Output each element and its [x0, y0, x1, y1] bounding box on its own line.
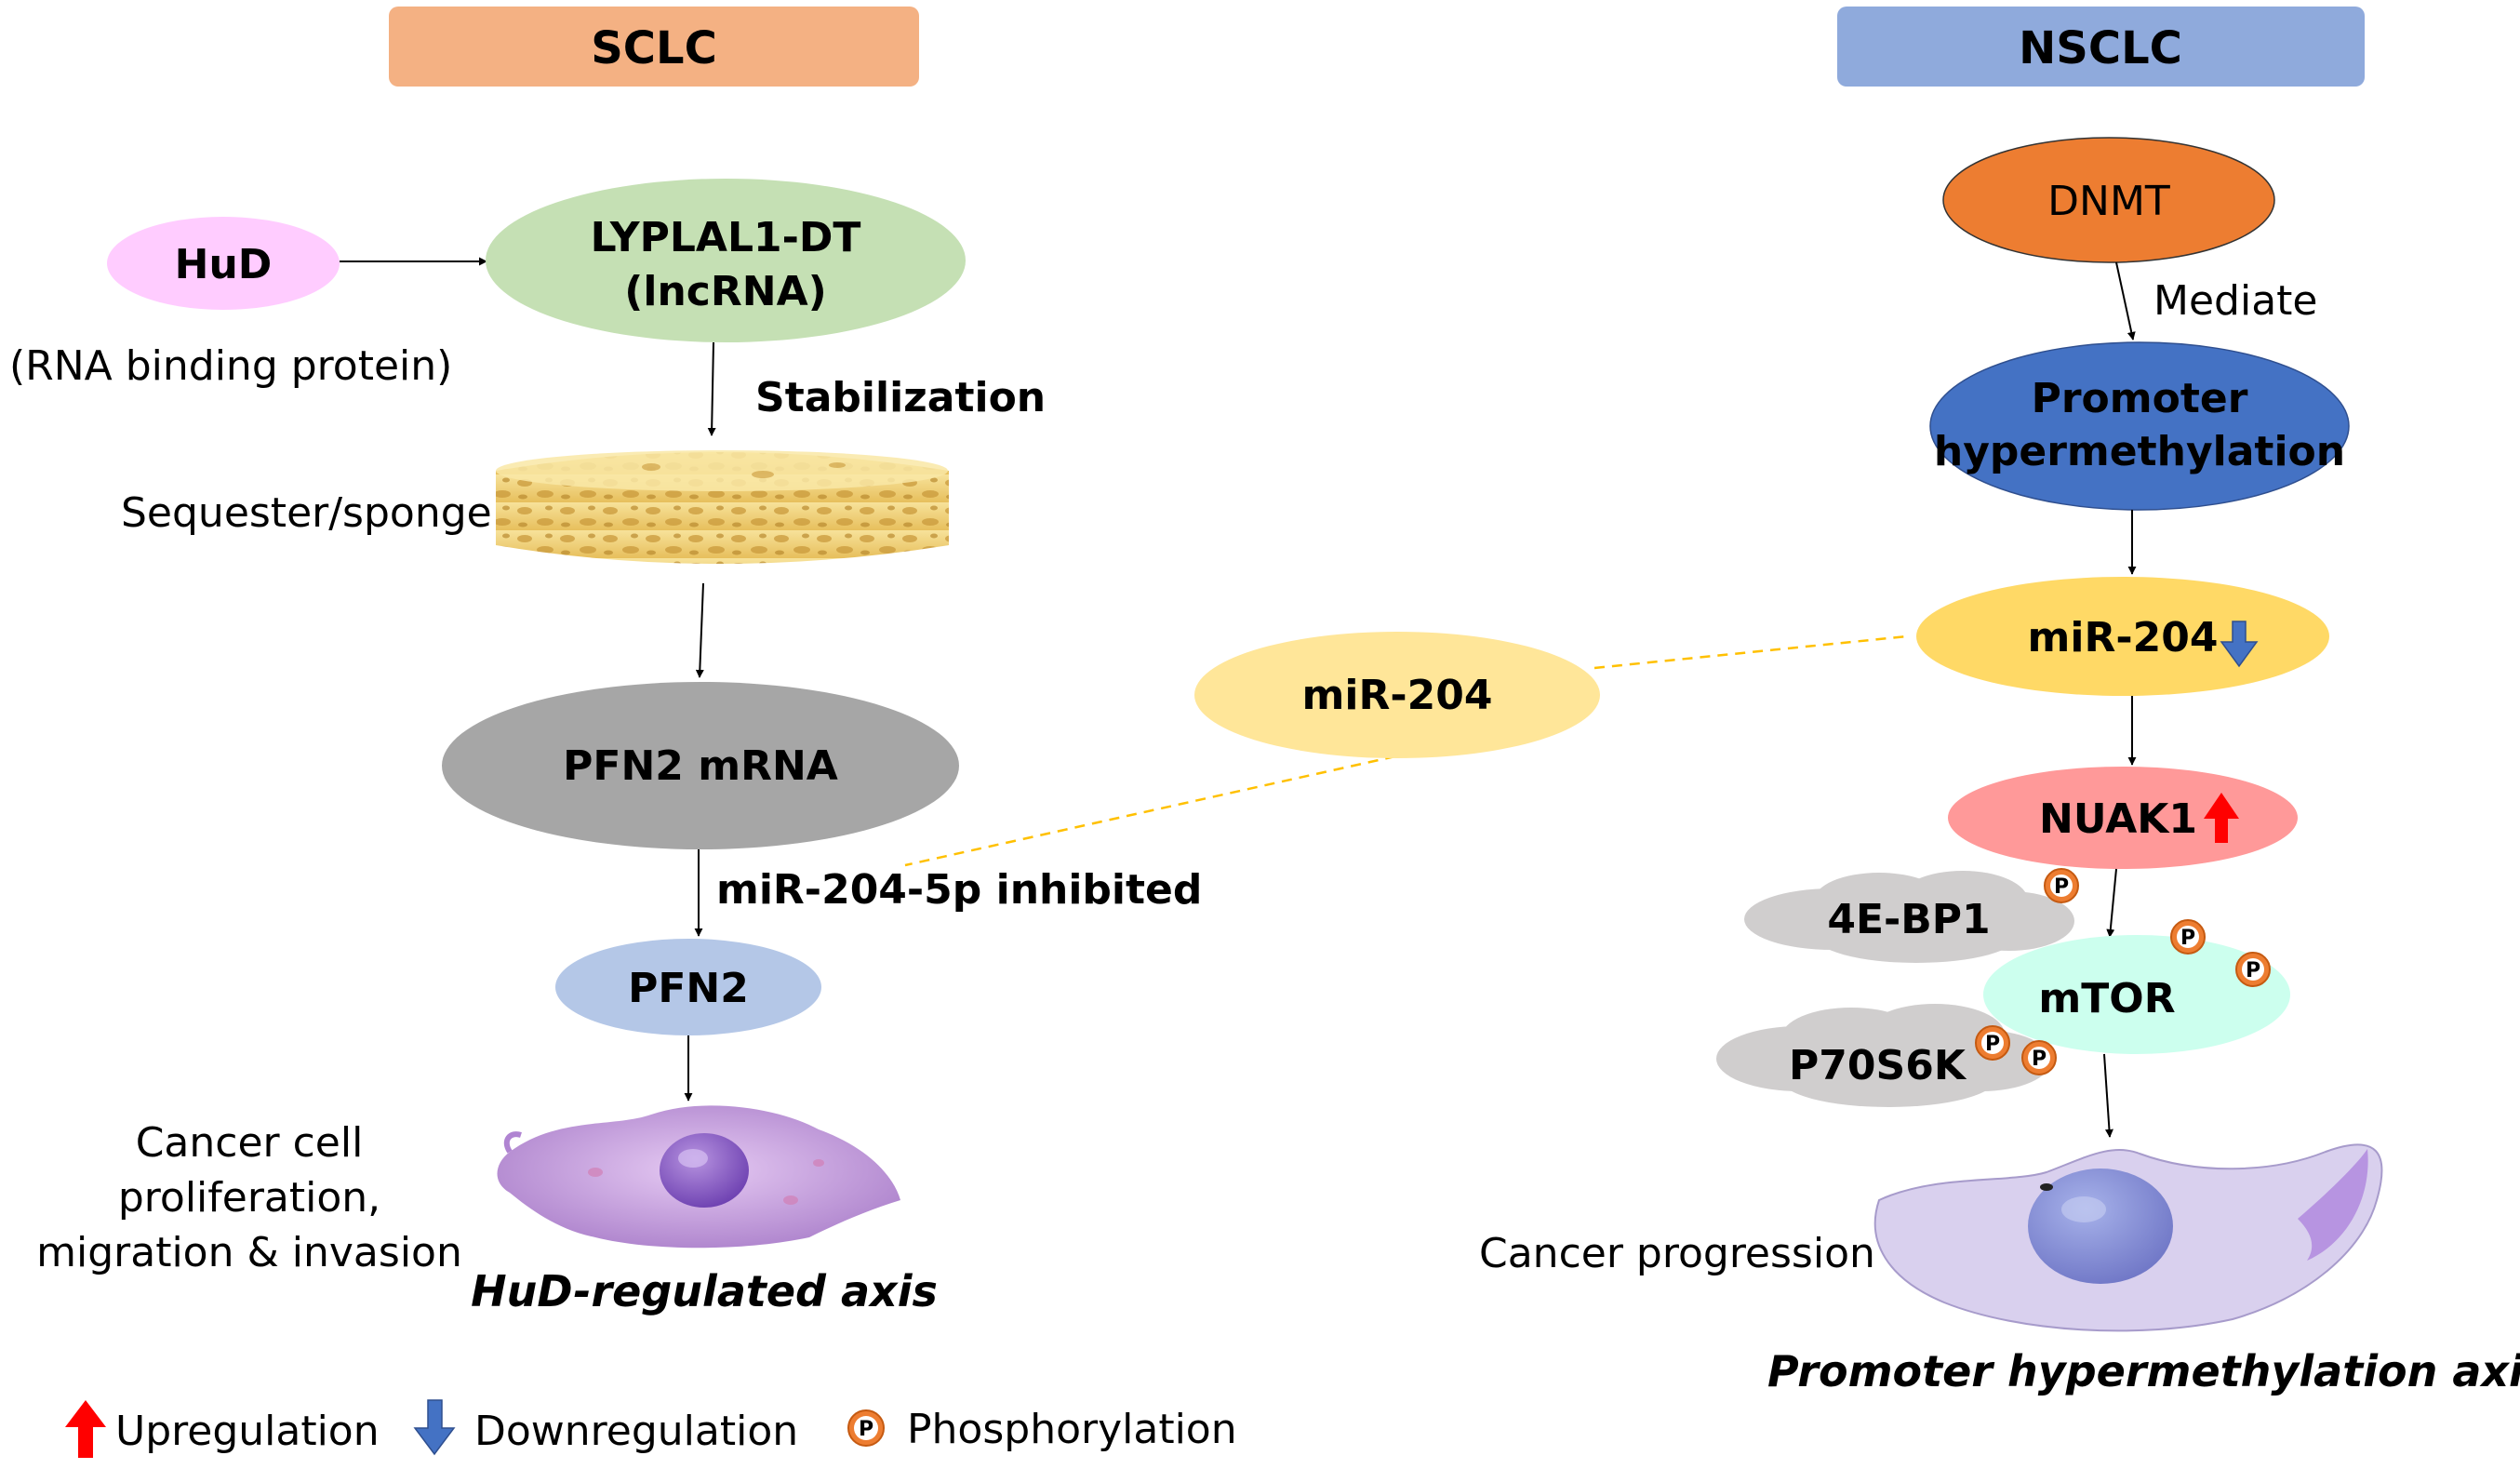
legend-upregulation: Upregulation — [65, 1400, 380, 1458]
cancer-progression-cell-icon — [1873, 1143, 2383, 1332]
nsclc-outcome-label: Cancer progression — [1479, 1230, 1875, 1277]
phospho-icon: P — [2235, 952, 2271, 987]
promoter-label-line1: Promoter — [2032, 375, 2248, 422]
dashed-link-sclc — [904, 755, 1396, 867]
arrow-lncrna-to-sponge — [707, 341, 716, 436]
pfn2-mrna-node: PFN2 mRNA — [442, 682, 959, 849]
sponge-label: Sequester/sponge — [121, 489, 492, 537]
mtor-label: mTOR — [2038, 975, 2175, 1022]
sclc-header-label: SCLC — [591, 22, 717, 74]
hud-axis-title: HuD-regulated axis — [471, 1266, 938, 1316]
down-arrow-icon — [2220, 621, 2259, 668]
nuak1-label: NUAK1 — [2039, 795, 2197, 843]
promoter-node: Promoter hypermethylation — [1929, 341, 2350, 511]
nsclc-header: NSCLC — [1837, 7, 2365, 87]
down-arrow-icon — [413, 1399, 456, 1456]
sclc-outcome-line2: proliferation, — [118, 1174, 380, 1222]
legend-up-label: Upregulation — [115, 1408, 380, 1455]
arrow-nuak1-to-mtor — [2106, 868, 2117, 938]
phospho-icon: P — [2021, 1040, 2057, 1075]
hud-label: HuD — [175, 241, 273, 288]
mtor-node: mTOR — [1983, 935, 2290, 1054]
svg-text:P: P — [2032, 1048, 2047, 1071]
lncrna-label-line1: LYPLAL1-DT — [591, 214, 861, 261]
svg-text:P: P — [859, 1418, 873, 1441]
sclc-header: SCLC — [389, 7, 919, 87]
hud-node: HuD — [107, 217, 340, 310]
arrow-mtor-to-cell — [2103, 1053, 2113, 1138]
lncrna-node: LYPLAL1-DT (lncRNA) — [486, 179, 966, 342]
sclc-outcome-line1: Cancer cell — [136, 1119, 364, 1167]
svg-text:P: P — [1985, 1033, 2000, 1056]
phospho-icon: P — [2044, 868, 2079, 903]
promoter-label-line2: hypermethylation — [1934, 428, 2345, 475]
dashed-link-nsclc — [1593, 634, 1908, 670]
sponge-icon — [496, 450, 949, 564]
cancer-cell-icon — [497, 1105, 900, 1249]
sclc-outcome-line3: migration & invasion — [36, 1229, 462, 1276]
pfn2-node: PFN2 — [555, 939, 821, 1035]
dnmt-node: DNMT — [1942, 137, 2275, 263]
p70s6k-label: P70S6K — [1789, 1042, 1967, 1089]
up-arrow-icon — [65, 1400, 106, 1458]
legend: Upregulation Downregulation P Phosphoryl… — [65, 1399, 1237, 1458]
ebp1-cloud: 4E-BP1 — [1744, 871, 2074, 963]
legend-down-label: Downregulation — [474, 1408, 798, 1455]
nuak1-node: NUAK1 — [1948, 767, 2298, 869]
legend-phosphorylation: P Phosphorylation — [847, 1406, 1237, 1453]
nsclc-mir204-node: miR-204 — [1916, 577, 2329, 696]
svg-text:P: P — [2180, 927, 2195, 950]
nsclc-mir204-label: miR-204 — [2028, 614, 2219, 661]
stabilization-label: Stabilization — [755, 374, 1046, 421]
ebp1-label: 4E-BP1 — [1827, 896, 1990, 943]
pfn2-label: PFN2 — [628, 965, 749, 1012]
arrow-dnmt-to-promoter — [2115, 261, 2136, 341]
nsclc-header-label: NSCLC — [2019, 22, 2182, 74]
center-mir204-label: miR-204 — [1302, 672, 1493, 719]
promoter-axis-title: Promoter hypermethylation axis — [1767, 1346, 2520, 1396]
up-arrow-icon — [2204, 793, 2239, 843]
mir204-5p-inhibited-label: miR-204-5p inhibited — [716, 866, 1202, 914]
dnmt-label: DNMT — [2047, 178, 2170, 225]
phospho-icon: P — [2170, 919, 2206, 955]
lncrna-label-line2: (lncRNA) — [624, 268, 826, 315]
p70s6k-cloud: P70S6K — [1716, 1004, 2051, 1107]
mediate-label: Mediate — [2153, 277, 2317, 325]
arrow-sponge-to-pfn2mrna — [695, 582, 704, 678]
hud-caption: (RNA binding protein) — [9, 342, 452, 390]
pfn2-mrna-label: PFN2 mRNA — [563, 742, 838, 790]
svg-text:P: P — [2246, 959, 2260, 982]
legend-phospho-label: Phosphorylation — [907, 1406, 1237, 1453]
center-mir204-node: miR-204 — [1194, 632, 1600, 758]
svg-text:P: P — [2054, 875, 2069, 899]
phospho-icon: P — [1975, 1025, 2010, 1061]
legend-downregulation: Downregulation — [413, 1399, 798, 1456]
